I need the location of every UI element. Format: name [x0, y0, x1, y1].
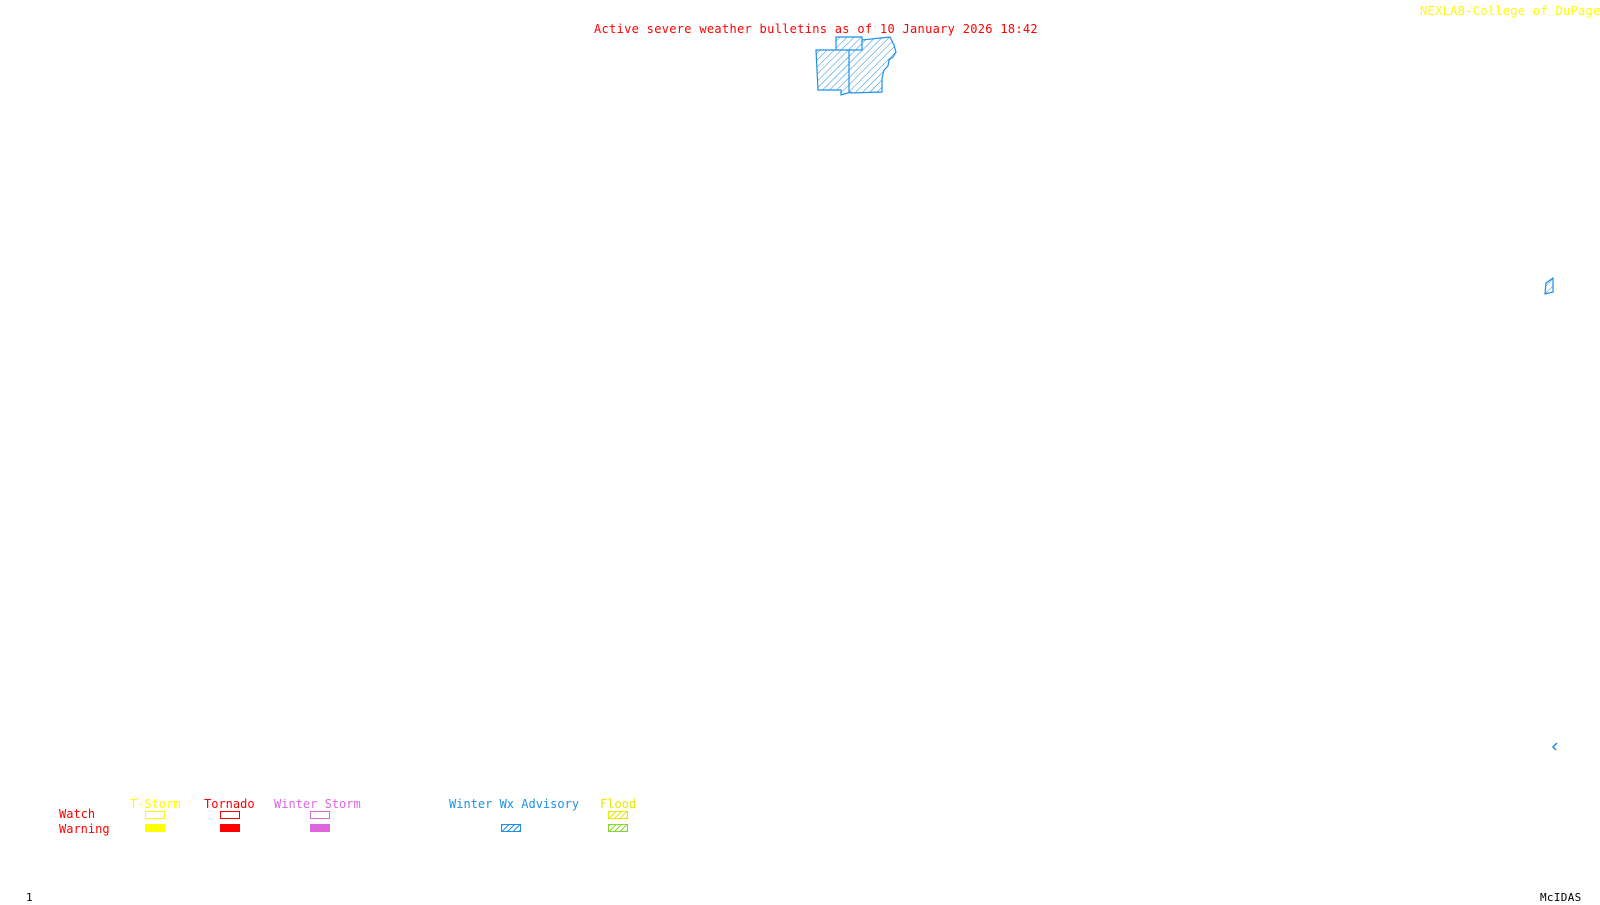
- advisory-area-north-central[interactable]: [815, 36, 897, 96]
- legend-winter-wx-advisory-swatch: [501, 824, 521, 832]
- legend-tstorm-warning-swatch: [145, 824, 165, 832]
- frame-number: 1: [26, 891, 33, 904]
- legend-winter-wx-advisory-label: Winter Wx Advisory: [449, 797, 580, 811]
- software-label: McIDAS: [1540, 891, 1582, 904]
- legend-tstorm-label: T-Storm: [130, 797, 181, 811]
- legend-tornado-label: Tornado: [204, 797, 255, 811]
- legend-winter-storm-warning-swatch: [310, 824, 330, 832]
- legend-winter-storm-label: Winter Storm: [274, 797, 361, 811]
- legend-row-warning: Warning: [59, 822, 110, 836]
- legend-tornado-warning-swatch: [220, 824, 240, 832]
- legend-tstorm-watch-swatch: [145, 811, 165, 819]
- credit-label: NEXLAB-College of DuPage ◸: [1420, 4, 1600, 18]
- legend-flood-watch-swatch: [608, 811, 628, 819]
- legend-flood-warning-swatch: [608, 824, 628, 832]
- legend-winter-storm-watch-swatch: [310, 811, 330, 819]
- legend-tornado-watch-swatch: [220, 811, 240, 819]
- legend-flood-label: Flood: [600, 797, 637, 811]
- advisory-area-southeast-edge[interactable]: [1551, 742, 1558, 751]
- advisory-area-east-edge[interactable]: [1544, 276, 1554, 295]
- credit-text: NEXLAB-College of DuPage: [1420, 4, 1600, 18]
- map-title: Active severe weather bulletins as of 10…: [594, 22, 1038, 36]
- legend-row-watch: Watch: [59, 807, 96, 821]
